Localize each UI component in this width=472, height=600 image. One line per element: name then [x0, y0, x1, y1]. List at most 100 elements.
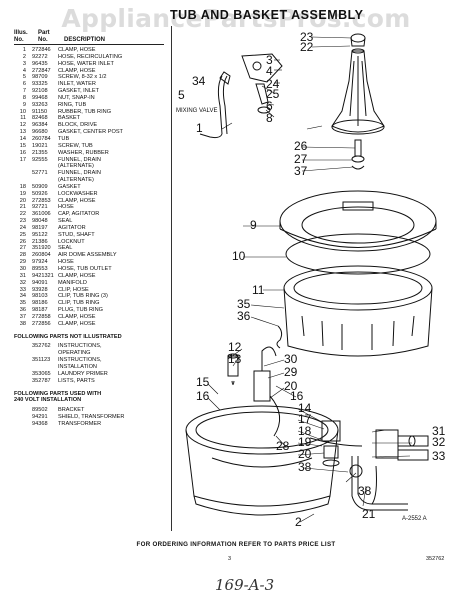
part-number: 272847 [32, 67, 51, 74]
part-description: HOSE, TUB OUTLET [58, 266, 112, 272]
callout-19: 19 [298, 435, 312, 449]
callout-9: 9 [250, 218, 257, 232]
part-number: 93928 [32, 286, 48, 293]
illus-number: 28 [19, 252, 26, 259]
not_illustrated-row: 352762 INSTRUCTIONS, [14, 343, 164, 350]
not_illustrated-row: INSTALLATION [14, 364, 164, 371]
footer-note: FOR ORDERING INFORMATION REFER TO PARTS … [136, 541, 336, 548]
callout-30: 30 [284, 352, 298, 366]
seal-27 [351, 165, 365, 170]
part-description: CLAMP, HOSE [58, 197, 96, 204]
part-number: 92108 [32, 88, 48, 95]
illus-number: 15 [19, 142, 26, 149]
part-description: AIR DOME ASSEMBLY [58, 252, 117, 259]
illus-number [14, 414, 32, 421]
illus-number: 22 [19, 211, 26, 218]
illus-number: 29 [19, 259, 26, 266]
part-number: 98048 [32, 218, 48, 225]
manifold [375, 429, 429, 461]
callout-32: 32 [432, 435, 446, 449]
illus-number: 18 [19, 183, 26, 190]
callout-1: 1 [196, 121, 203, 135]
illus-number: 9 [22, 101, 26, 108]
part-description: INSTRUCTIONS, [58, 357, 102, 364]
illus-number: 10 [19, 108, 26, 115]
callout-21: 21 [362, 507, 376, 521]
illus-number: 23 [19, 218, 26, 225]
part-description: BLOCK, DRIVE [58, 122, 98, 129]
illus-number: 27 [19, 245, 26, 252]
part-number: 272858 [32, 313, 51, 320]
hose-21 [371, 465, 377, 505]
leader-lines [207, 36, 412, 523]
callout-31: 31 [432, 424, 446, 438]
part-description: NUT, SNAP-IN [58, 94, 95, 101]
part-description: TRANSFORMER [58, 420, 102, 427]
part-number: 89502 [32, 407, 48, 414]
part-number [32, 163, 58, 170]
part-description: GASKET [58, 183, 81, 190]
parts-row: 52771 FUNNEL, DRAIN [14, 170, 164, 177]
illus-number [14, 343, 32, 350]
tub-outlet-hose [309, 437, 408, 511]
part-description: INSTALLATION [58, 363, 97, 370]
part-description: STUD, SHAFT [58, 231, 95, 238]
tub [185, 405, 339, 516]
illus-number: 38 [19, 320, 26, 327]
parts-row: 30 89553 HOSE, TUB OUTLET [14, 266, 164, 273]
part-description: FUNNEL, DRAIN [58, 156, 101, 163]
illus-number: 35 [19, 300, 26, 307]
part-description: LISTS, PARTS [58, 377, 95, 384]
part-description: LAUNDRY PRIMER [58, 370, 108, 377]
part-number: 89553 [32, 266, 48, 272]
callout-37: 37 [294, 164, 308, 178]
part-description: HOSE [58, 204, 74, 211]
part-description: INSTRUCTIONS, [58, 343, 102, 350]
part-description: CLAMP, HOSE [58, 313, 96, 320]
part-number: 272853 [32, 197, 51, 204]
part-description: CLIP, TUB RING (3) [58, 293, 108, 300]
part-description: CLIP, HOSE [58, 286, 89, 293]
part-number: 98709 [32, 74, 48, 81]
clip-35-36 [276, 325, 283, 349]
illus-number [14, 371, 32, 378]
part-description: SCREW, TUB [58, 142, 93, 149]
header-rule [14, 44, 164, 45]
part-description: BASKET [58, 115, 81, 122]
callout-16b: 16 [196, 389, 210, 403]
part-description: LOCKNUT [58, 238, 85, 245]
column-divider [171, 26, 172, 531]
part-number: 351123 [32, 357, 51, 364]
part-description: (ALTERNATE) [58, 177, 94, 184]
part-number: 352762 [32, 343, 51, 350]
illus-number: 36 [19, 307, 26, 314]
callout-8: 8 [266, 111, 273, 125]
illus-number [14, 364, 32, 371]
callout-22: 22 [300, 40, 314, 54]
illus-number: 21 [19, 204, 26, 211]
not-illustrated-heading: FOLLOWING PARTS NOT ILLUSTRATED [14, 333, 122, 340]
part-description: SEAL [58, 218, 73, 225]
illus-number: 30 [19, 266, 26, 272]
illus-number: 26 [19, 238, 26, 245]
part-number [32, 177, 58, 184]
callout-33: 33 [432, 449, 446, 463]
illus-number: 37 [19, 313, 26, 320]
part-number: 52771 [32, 170, 48, 177]
callout-5: 5 [178, 88, 185, 102]
part-description: FUNNEL, DRAIN [58, 170, 101, 177]
